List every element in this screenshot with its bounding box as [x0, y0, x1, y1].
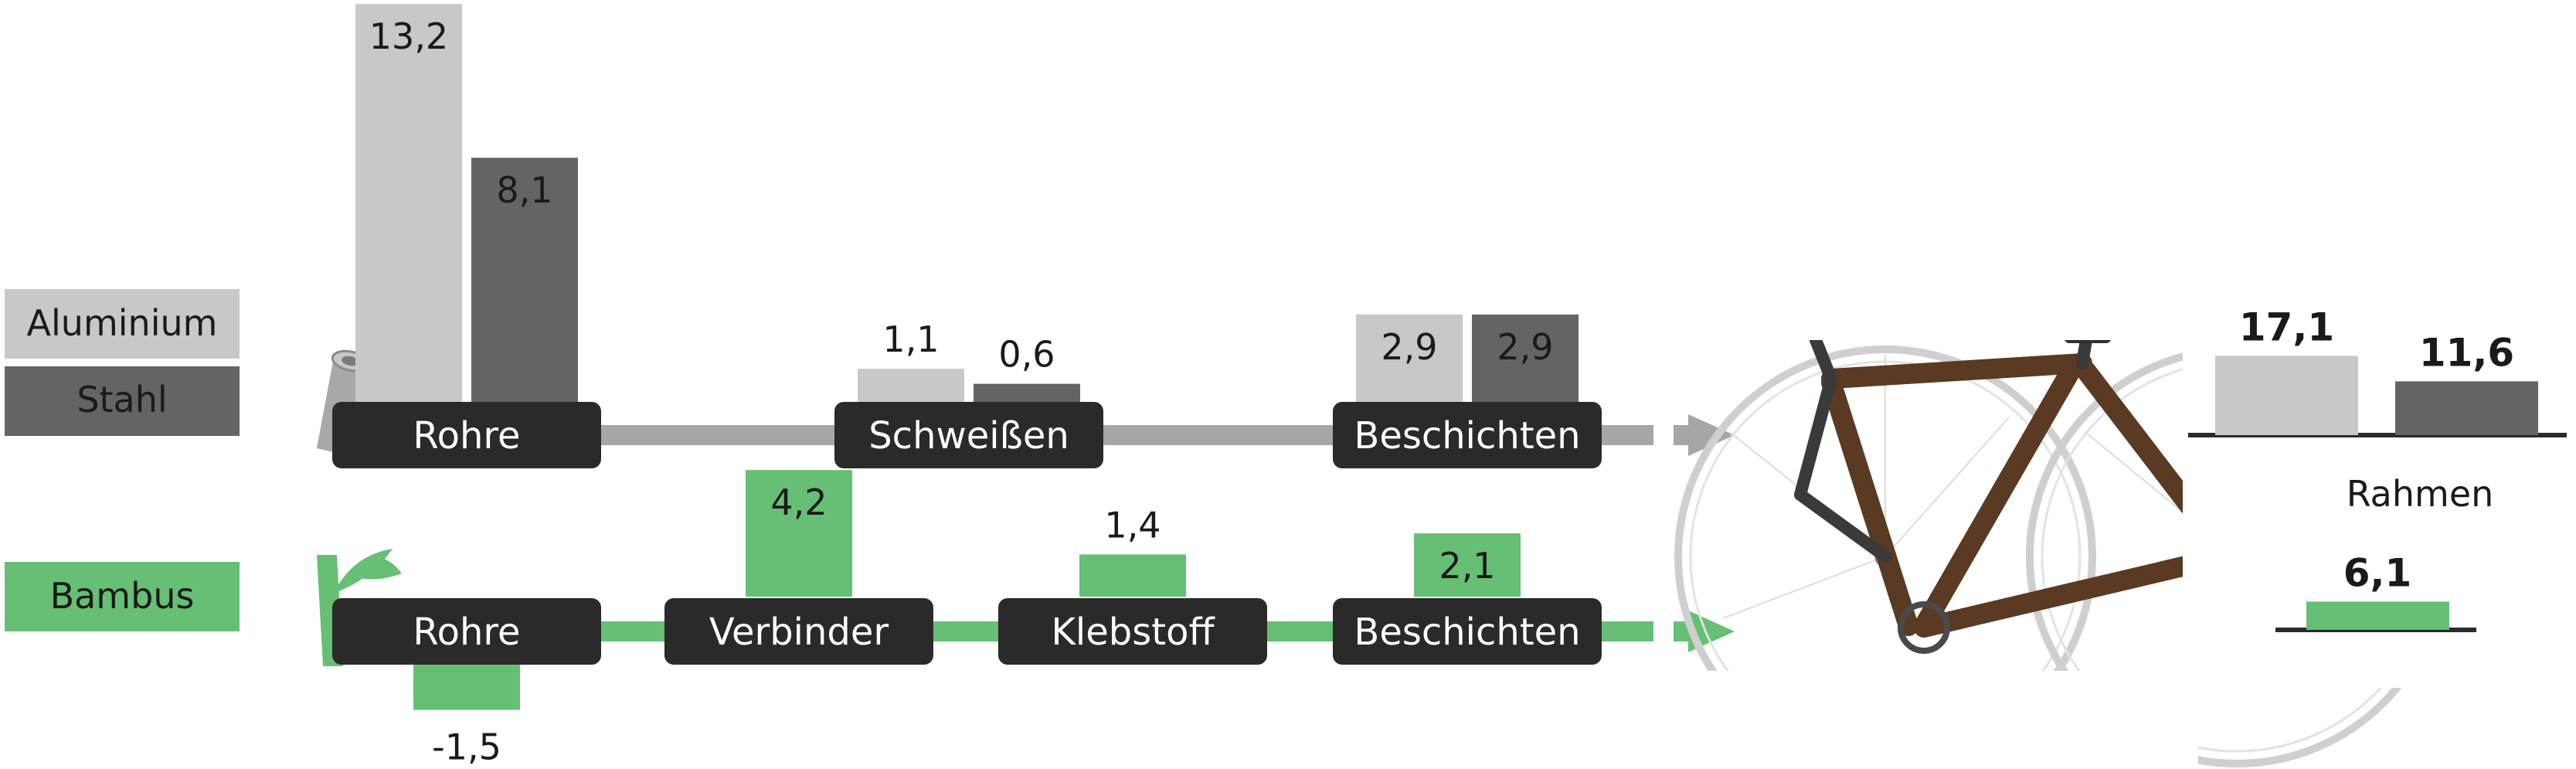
image-crop-mask-top	[1673, 294, 2445, 340]
bamboo-step-0	[332, 598, 601, 665]
bar-label-bamboo-3: 2,1	[1439, 545, 1495, 587]
legend-swatch-steel	[5, 366, 240, 436]
bamboo-step-2	[998, 598, 1267, 665]
metal-step-1-label: Schweißen	[868, 414, 1069, 458]
metal-step-0	[332, 402, 601, 468]
bar-label-bamboo-2: 1,4	[1104, 504, 1161, 546]
metal-step-1	[834, 402, 1103, 468]
legend-label-aluminium: Aluminium	[27, 302, 218, 344]
bamboo-step-3-label: Beschichten	[1354, 611, 1580, 654]
bar-label-aluminium-1: 1,1	[882, 318, 939, 360]
bamboo-step-1-label: Verbinder	[709, 611, 889, 654]
legend-swatch-bamboo	[5, 562, 240, 631]
bamboo-step-1	[664, 598, 933, 665]
frame-totals: Rahmen 17,1 11,6 6,1	[2188, 305, 2567, 632]
total-bar-aluminium	[2215, 356, 2358, 435]
bar-aluminium-1	[858, 369, 964, 402]
metal-step-2	[1333, 402, 1602, 468]
bamboo-step-2-label: Klebstoff	[1051, 611, 1215, 654]
bar-label-aluminium-0: 13,2	[369, 15, 448, 57]
bar-label-steel-0: 8,1	[496, 169, 552, 211]
bar-bamboo-0	[413, 665, 520, 710]
bar-bamboo-2	[1079, 554, 1186, 597]
bar-steel-0	[471, 158, 578, 402]
total-bar-bamboo	[2306, 601, 2449, 630]
legend: Aluminium Stahl Bambus	[5, 289, 240, 631]
bamboo-step-3	[1333, 598, 1602, 665]
legend-swatch-aluminium	[5, 289, 240, 359]
bar-aluminium-2	[1356, 314, 1463, 402]
image-crop-mask-bottom	[1673, 671, 2198, 769]
legend-label-bamboo: Bambus	[50, 575, 195, 617]
total-label-steel: 11,6	[2419, 330, 2514, 375]
total-bar-steel	[2395, 381, 2538, 435]
bar-label-steel-2: 2,9	[1497, 326, 1553, 368]
bar-label-aluminium-2: 2,9	[1381, 326, 1437, 368]
total-label-aluminium: 17,1	[2239, 305, 2334, 349]
bar-steel-1	[974, 383, 1080, 402]
bar-label-bamboo-1: 4,2	[770, 481, 827, 523]
bamboo-step-0-label: Rohre	[413, 611, 520, 654]
bar-label-steel-1: 0,6	[998, 334, 1055, 376]
bar-steel-2	[1472, 314, 1579, 402]
bar-aluminium-0	[355, 4, 462, 402]
bar-bamboo-3	[1414, 533, 1521, 597]
bar-label-bamboo-0: -1,5	[432, 726, 501, 768]
bamboo-bars: -1,5 4,2 1,4 2,1	[413, 470, 1521, 768]
metal-bars: 13,2 8,1 1,1 0,6 2,9 2,9	[355, 4, 1579, 402]
metal-step-0-label: Rohre	[413, 414, 520, 458]
totals-frame-label: Rahmen	[2347, 473, 2494, 515]
legend-label-steel: Stahl	[76, 379, 167, 420]
bar-bamboo-1	[746, 470, 852, 597]
image-crop-mask-left	[1653, 325, 1674, 688]
metal-step-2-label: Beschichten	[1354, 414, 1580, 458]
total-label-bamboo: 6,1	[2343, 550, 2412, 595]
